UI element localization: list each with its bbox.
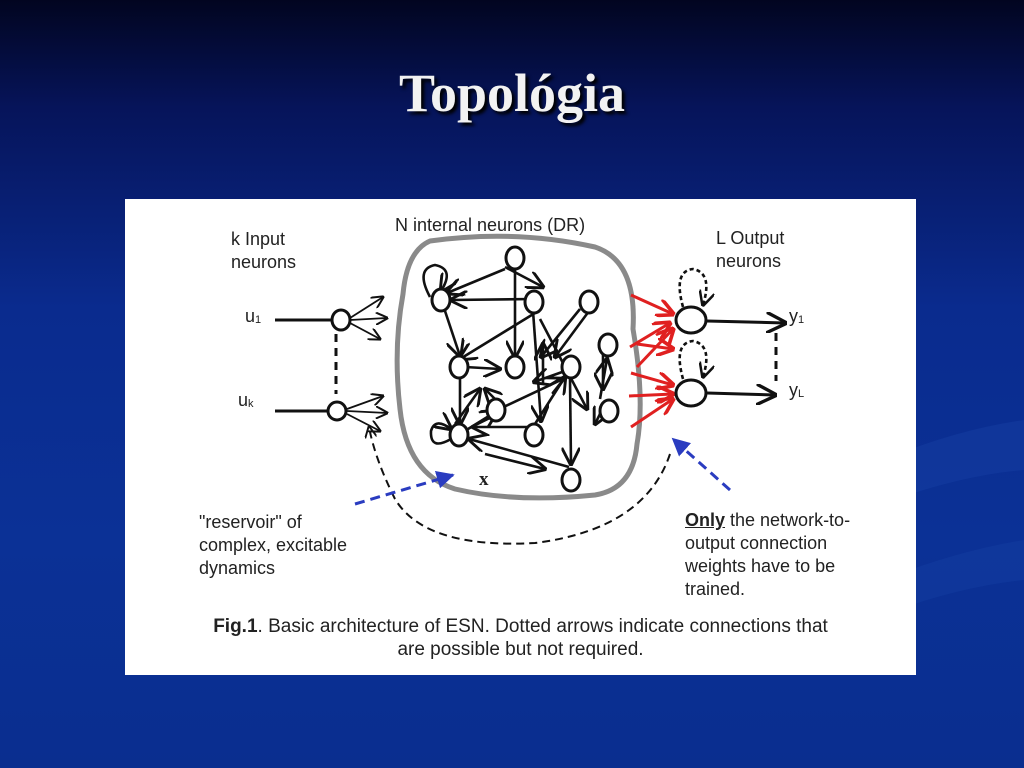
input-neuron-uk (326, 400, 348, 422)
output-yL-label: yL (789, 379, 804, 406)
output-neuron-yL (674, 378, 708, 408)
internal-connections (445, 259, 607, 469)
neuron (598, 398, 620, 424)
state-vector-label: x (479, 469, 489, 490)
input-u1-label: u1 (245, 305, 261, 332)
input-label-line1: k Input (231, 229, 286, 249)
output-label-line2: neurons (716, 251, 782, 271)
output-note-line2: output connection (685, 533, 828, 553)
uk-sub: k (248, 398, 254, 410)
output-note-first: the network-to- (725, 510, 851, 530)
uk-base: u (238, 390, 249, 410)
neuron (578, 289, 600, 315)
neuron (504, 354, 526, 380)
neuron (560, 467, 582, 493)
only-word: Only (685, 510, 726, 530)
esn-figure: k Input neurons N internal neurons (DR) … (125, 199, 916, 675)
neuron (448, 354, 470, 380)
output-note-line1: Only the network-to- (685, 509, 850, 532)
y1-sub: 1 (798, 314, 805, 326)
reservoir-pointer-arrow (354, 470, 455, 506)
output-arrows (706, 321, 785, 395)
neuron (523, 422, 545, 448)
y1-base: y (789, 306, 798, 326)
internal-neurons (430, 245, 620, 493)
slide-title: Topológia (398, 63, 626, 123)
output-neuron-y1 (674, 305, 708, 335)
neuron (597, 332, 619, 358)
neuron (448, 422, 470, 448)
neuron (430, 287, 452, 313)
reservoir-note: "reservoir" of complex, excitable dynami… (199, 511, 347, 580)
reservoir-boundary (394, 233, 643, 501)
neuron (504, 245, 526, 271)
input-neuron-u1 (330, 308, 352, 332)
neuron (560, 354, 582, 380)
yL-sub: L (798, 388, 805, 400)
caption-line2: are possible but not required. (397, 639, 644, 660)
figure-caption: Fig.1. Basic architecture of ESN. Dotted… (125, 615, 916, 661)
reservoir-note-line1: "reservoir" of (199, 512, 302, 532)
u1-sub: 1 (255, 314, 262, 326)
self-loop-top (422, 263, 447, 298)
input-uk-label: uk (238, 389, 254, 416)
esn-diagram (275, 233, 916, 545)
output-note-line4: trained. (685, 579, 746, 599)
caption-fig-number: Fig.1 (213, 616, 258, 637)
u1-base: u (245, 306, 256, 326)
input-fanout-arrows (346, 297, 387, 431)
output-note-line3: weights have to be (685, 556, 836, 576)
trainable-output-arrows (628, 293, 673, 429)
self-loop-bottom (429, 423, 451, 445)
feedback-arc (369, 427, 671, 545)
input-connections (275, 318, 338, 413)
output-self-loop-1 (678, 267, 707, 307)
output-neurons-label: L Output neurons (716, 227, 784, 273)
caption-line1: Fig.1. Basic architecture of ESN. Dotted… (125, 615, 916, 638)
yL-base: y (789, 380, 798, 400)
caption-text: . Basic architecture of ESN. Dotted arro… (257, 616, 828, 637)
reservoir-note-line2: complex, excitable (199, 535, 348, 555)
output-weights-note: Only the network-to- output connection w… (685, 509, 850, 601)
output-y1-label: y1 (789, 305, 804, 332)
weights-pointer-arrow (671, 437, 732, 492)
input-label-line2: neurons (231, 252, 297, 272)
output-self-loop-L (678, 339, 707, 379)
reservoir-note-line3: dynamics (199, 558, 276, 578)
neuron (485, 397, 507, 423)
output-label-line1: L Output (716, 228, 785, 248)
neuron (523, 289, 545, 315)
input-neurons-label: k Input neurons (231, 228, 296, 274)
internal-neurons-label: N internal neurons (DR) (395, 215, 586, 235)
